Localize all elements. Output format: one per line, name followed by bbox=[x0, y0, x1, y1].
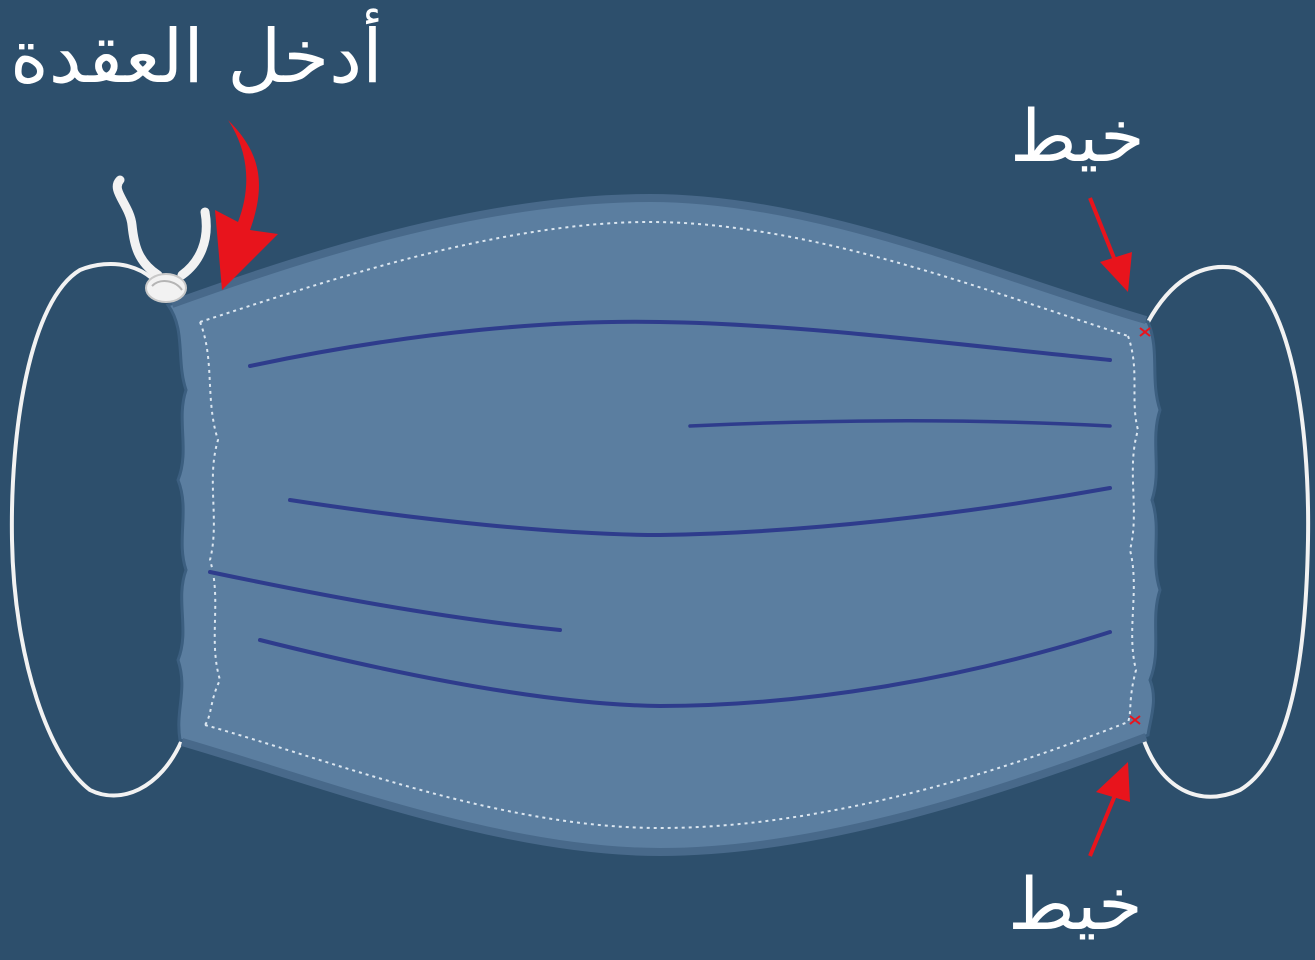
thread-label-bottom: خيط bbox=[1008, 862, 1143, 946]
stitch-line-right bbox=[1127, 335, 1140, 723]
pleat-line-4 bbox=[208, 570, 562, 632]
pleat-line-1 bbox=[248, 319, 1112, 368]
pleat-line-5 bbox=[258, 630, 1112, 709]
thread-mark-bottom bbox=[1129, 715, 1141, 725]
straight-arrow-icon bbox=[1088, 197, 1132, 292]
curved-arrow-icon bbox=[215, 120, 278, 290]
stitch-line-bottom bbox=[204, 721, 1129, 830]
knot-icon bbox=[112, 175, 211, 303]
thread-label-top: خيط bbox=[1010, 94, 1145, 178]
mask-top-edge bbox=[170, 193, 1148, 324]
right-ear-loop bbox=[1140, 265, 1311, 799]
insert-knot-label: أدخل العقدة bbox=[10, 14, 383, 100]
pleat-line-3 bbox=[288, 486, 1112, 538]
stitch-line-top bbox=[199, 220, 1129, 337]
thread-mark-top bbox=[1139, 327, 1151, 337]
stitch-line-left bbox=[199, 321, 222, 726]
left-ear-loop bbox=[9, 262, 184, 798]
straight-arrow-icon-bottom bbox=[1088, 762, 1130, 857]
mask-bottom-edge bbox=[180, 733, 1148, 857]
pleat-line-2 bbox=[688, 418, 1112, 428]
